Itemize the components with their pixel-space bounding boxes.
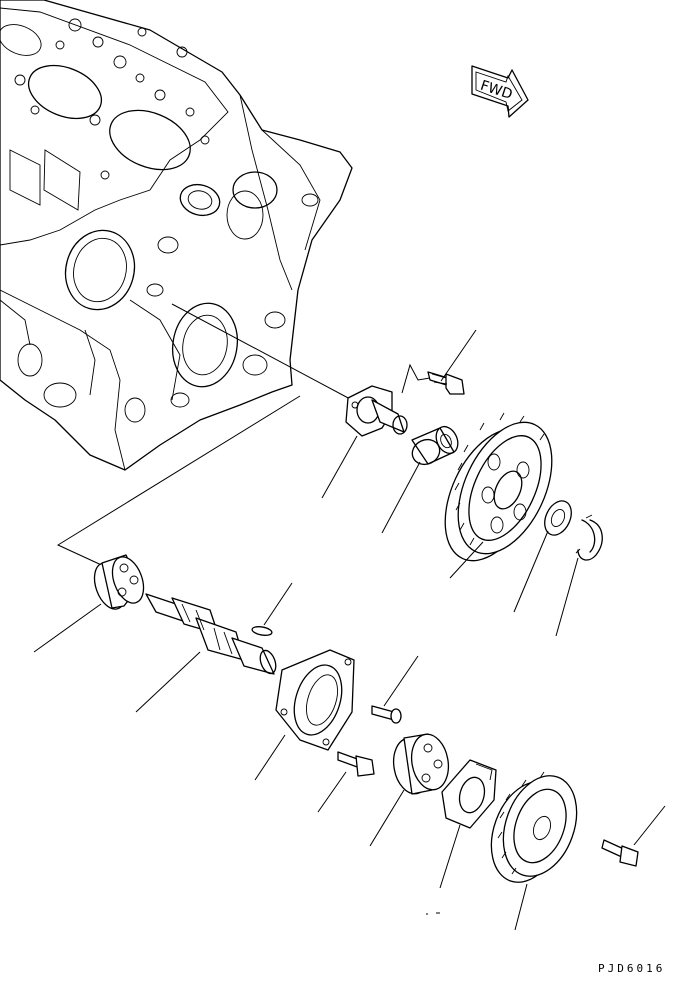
- engine-block: [0, 0, 353, 471]
- figure-code: PJD6016: [598, 962, 666, 975]
- camshaft-gear-bolt: [601, 839, 639, 867]
- idler-gear: [444, 412, 553, 562]
- camshaft-gear-hub: [392, 733, 450, 795]
- fwd-label: FWD: [478, 78, 514, 103]
- idler-shaft: [345, 385, 408, 437]
- thrust-plate: [275, 649, 355, 751]
- camshaft: [145, 593, 277, 675]
- thrust-washer: [544, 500, 572, 536]
- camshaft-bearing: [93, 554, 145, 610]
- camshaft-retainer-plate: [441, 759, 497, 829]
- flange-bolt: [337, 751, 375, 777]
- idler-shaft-bolt: [427, 371, 465, 395]
- forward-direction-arrow: FWD: [471, 65, 529, 118]
- camshaft-gear: [490, 771, 578, 883]
- thrust-plate-bolt: [371, 705, 402, 724]
- assembly-guide-lines: [56, 303, 431, 569]
- idler-bushing: [411, 425, 459, 466]
- o-ring: [251, 626, 273, 636]
- snap-ring: [575, 514, 603, 561]
- leader-lines: [33, 329, 666, 931]
